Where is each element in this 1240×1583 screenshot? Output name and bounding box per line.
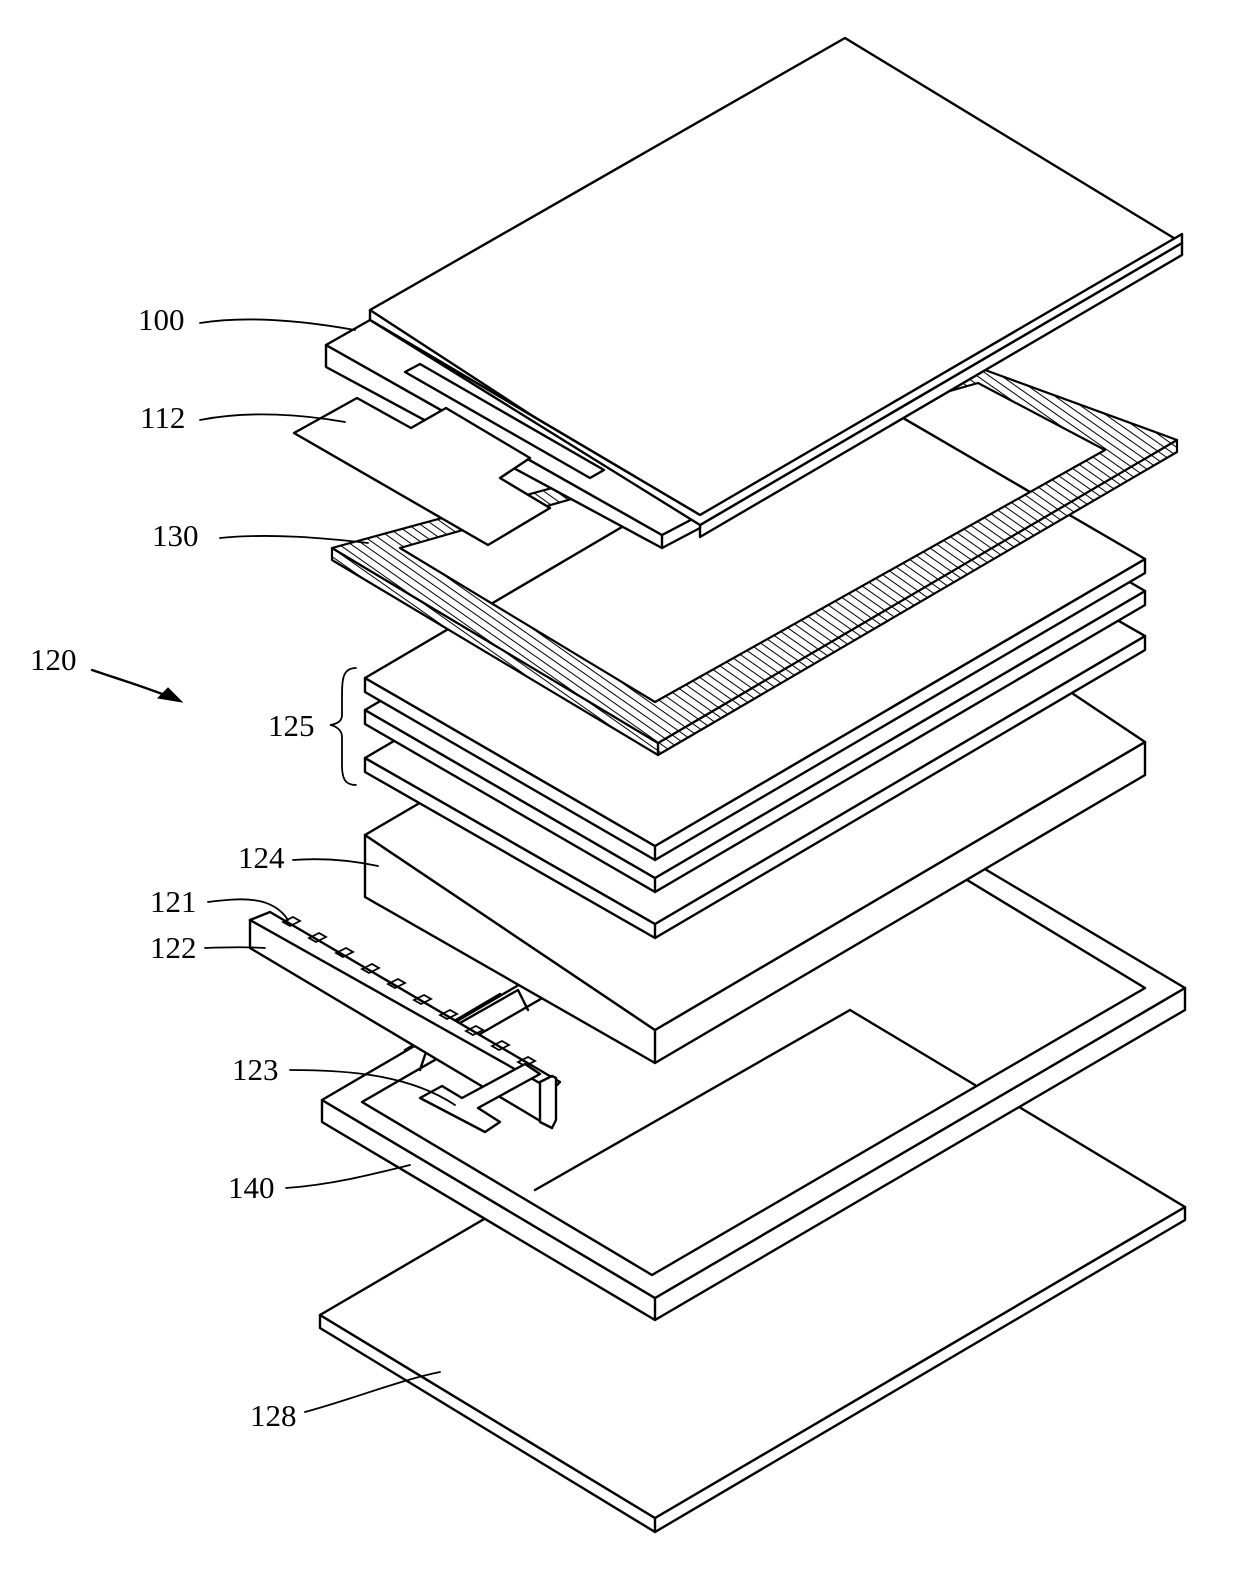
label-120: 120 (30, 642, 77, 677)
label-124: 124 (238, 840, 285, 875)
label-112: 112 (140, 400, 185, 435)
reference-labels: 100 112 130 120 125 124 121 122 123 140 … (30, 302, 315, 1433)
label-125: 125 (268, 708, 315, 743)
leader-140 (286, 1165, 410, 1188)
label-130: 130 (152, 518, 199, 553)
brace-125 (330, 668, 356, 785)
label-140: 140 (228, 1170, 275, 1205)
label-123: 123 (232, 1052, 279, 1087)
leader-100 (200, 319, 355, 330)
label-100: 100 (138, 302, 185, 337)
label-128: 128 (250, 1398, 297, 1433)
label-122: 122 (150, 930, 197, 965)
leader-122 (205, 947, 265, 948)
label-121: 121 (150, 884, 197, 919)
arrow-120-head (158, 688, 182, 702)
leader-130 (220, 536, 368, 543)
